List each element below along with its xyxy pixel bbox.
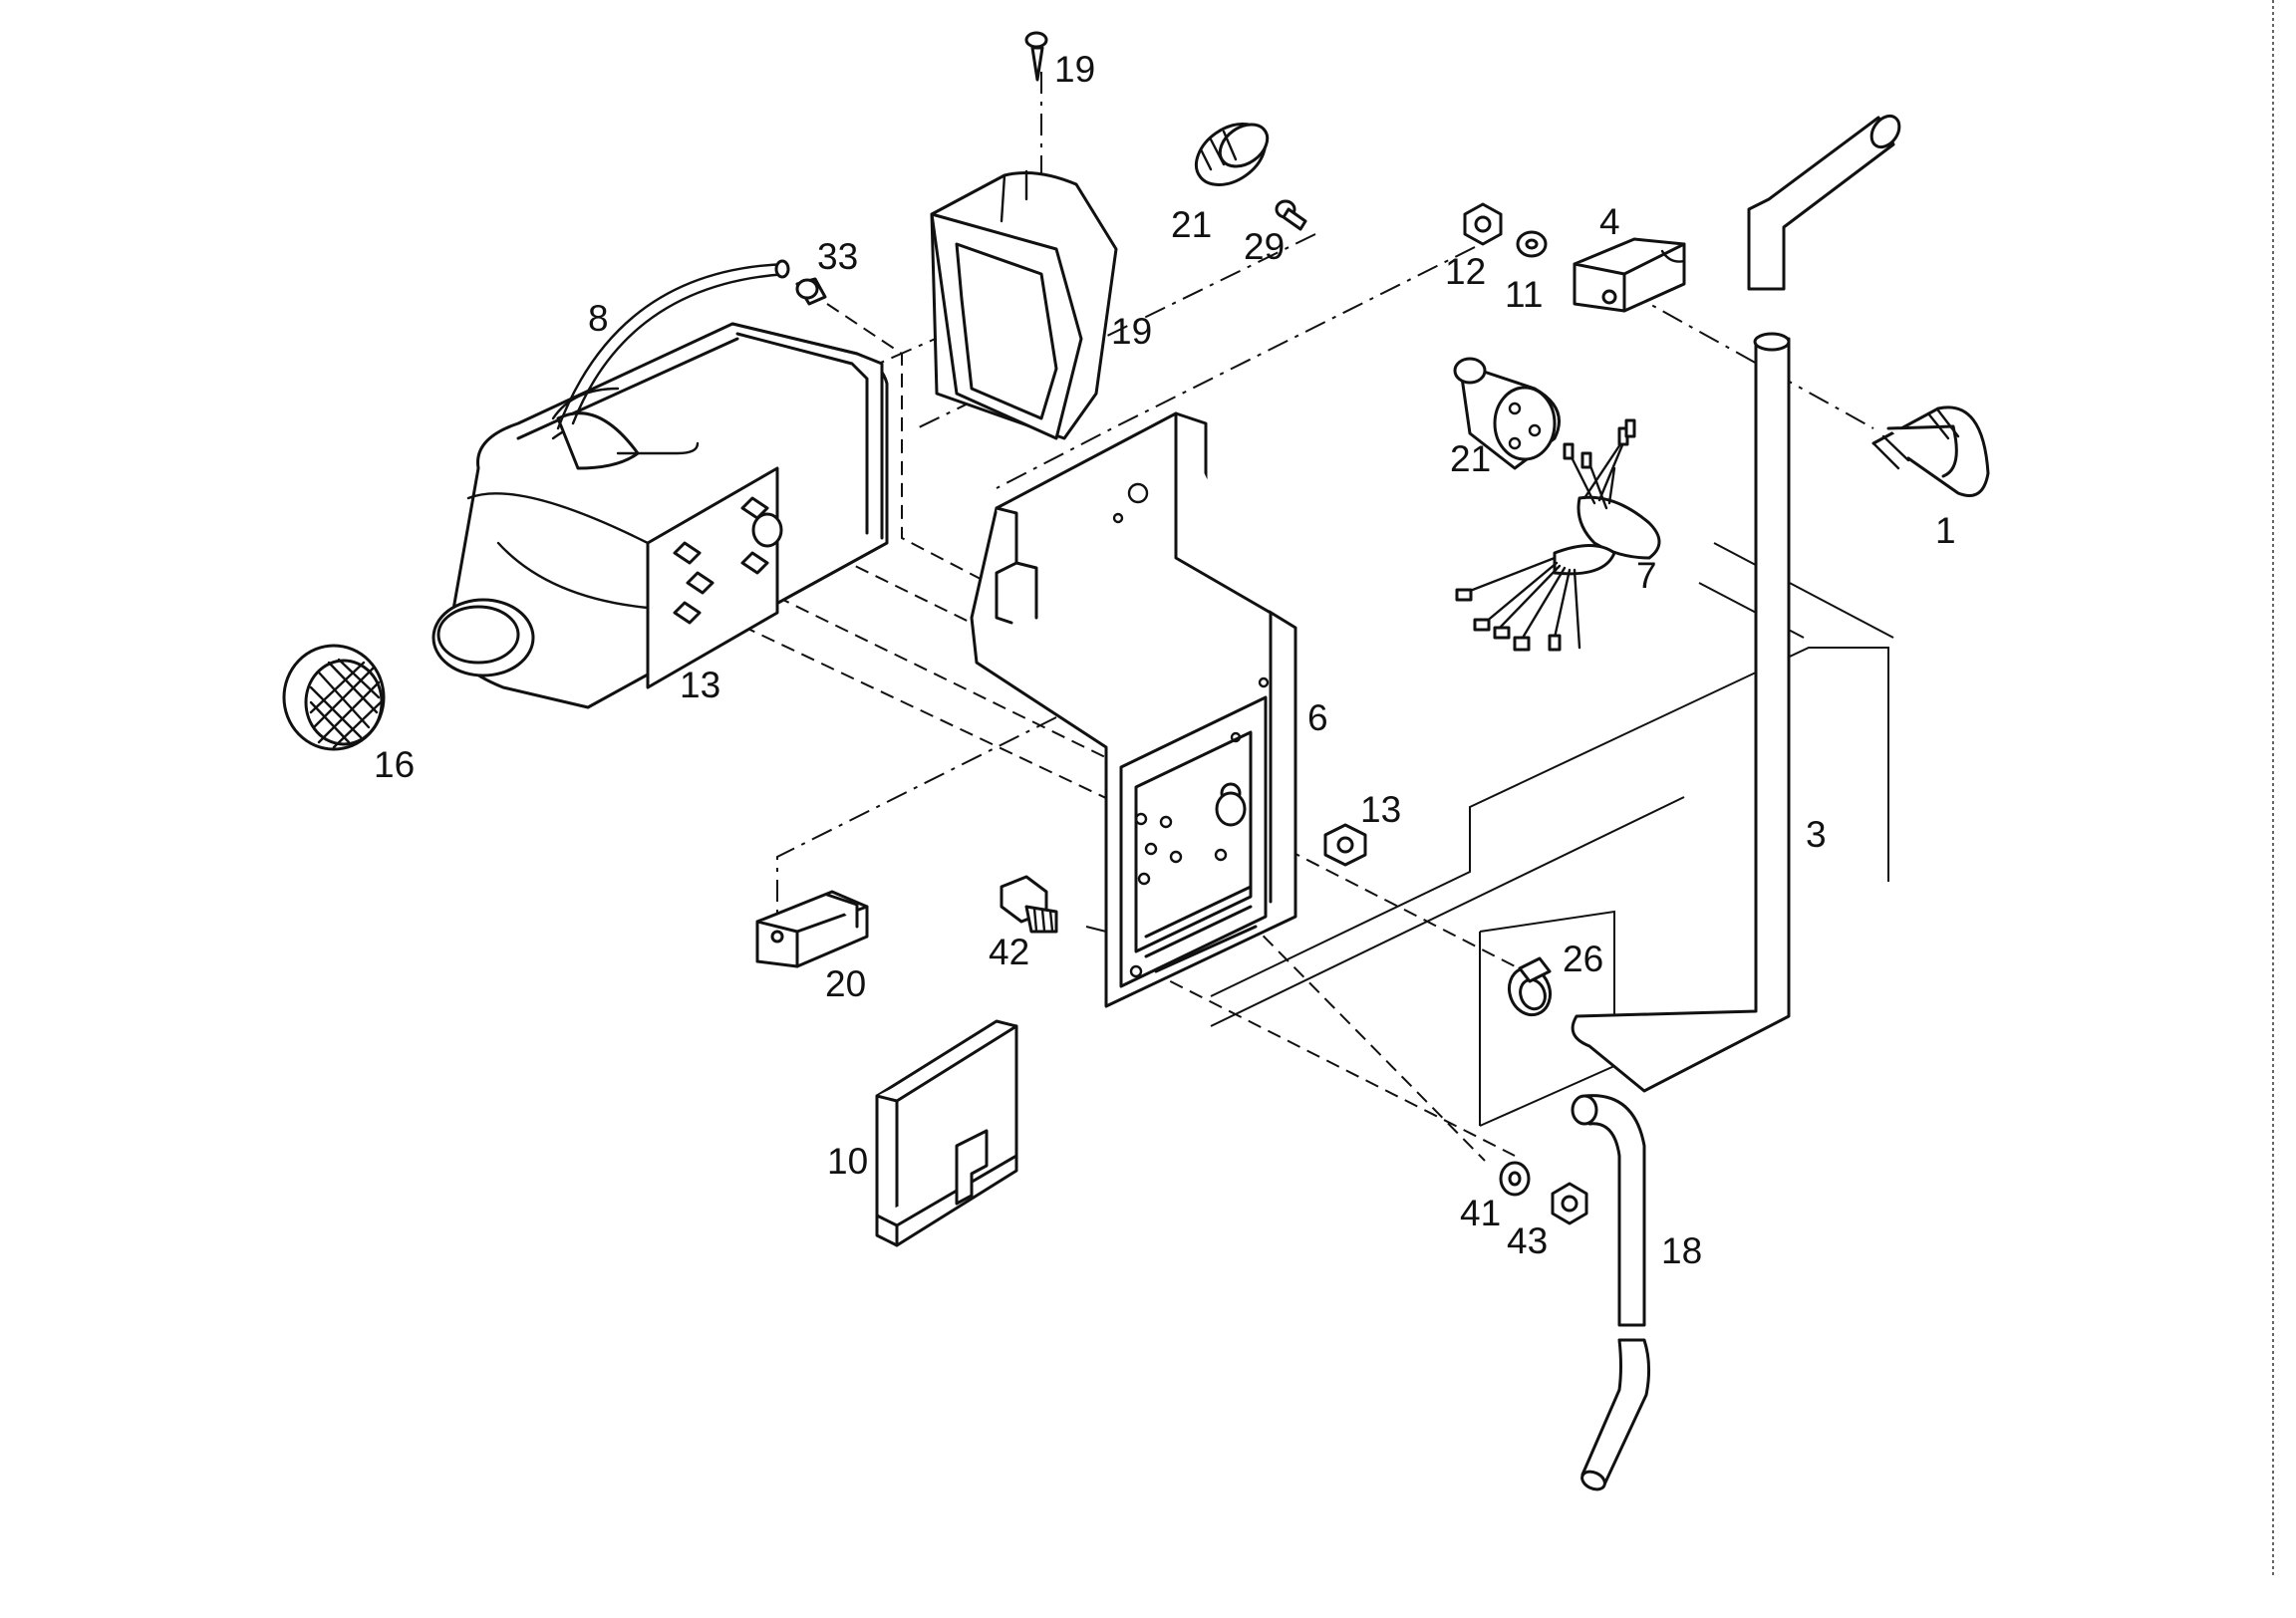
label-43-nut: 43 <box>1507 1220 1548 1261</box>
label-11-washer: 11 <box>1505 274 1543 315</box>
control-box-part-10 <box>875 1019 1018 1247</box>
nut-part-12 <box>1463 202 1503 246</box>
screw-part-19 <box>1024 31 1048 82</box>
pipe-part-3 <box>1571 114 1901 1093</box>
label-1-u-bolt: 1 <box>1935 510 1956 551</box>
label-21-switch: 21 <box>1450 438 1491 479</box>
label-8-cable: 8 <box>588 298 609 339</box>
label-18-hose: 18 <box>1661 1230 1702 1271</box>
heater-body-part-13 <box>431 259 889 709</box>
label-13-nut: 13 <box>1360 789 1401 830</box>
hose-part-18 <box>1571 1094 1651 1491</box>
hood-cover-part-19 <box>930 169 1118 440</box>
label-12-nut: 12 <box>1445 251 1486 292</box>
label-41-washer: 41 <box>1460 1193 1501 1233</box>
label-6-bracket: 6 <box>1307 697 1328 738</box>
connector-part-20 <box>755 890 869 968</box>
label-20-connector: 20 <box>825 963 866 1004</box>
u-bolt-part-1 <box>1871 405 1990 497</box>
label-7-harness: 7 <box>1636 555 1657 596</box>
label-3-pipe: 3 <box>1806 814 1827 855</box>
bolt-part-42 <box>1000 875 1058 934</box>
label-19-hood: 19 <box>1111 311 1152 352</box>
washer-part-41 <box>1499 1161 1531 1197</box>
clamp-block-part-4 <box>1573 237 1686 313</box>
part-labels: 19 21 29 33 8 19 12 11 4 21 1 7 13 16 6 … <box>374 49 1956 1271</box>
nut-part-13 <box>1323 823 1367 867</box>
label-21-knob: 21 <box>1171 204 1212 245</box>
label-4-clamp: 4 <box>1599 201 1620 242</box>
label-10-control-box: 10 <box>827 1141 868 1182</box>
label-19-screw: 19 <box>1054 49 1095 90</box>
mounting-bracket-part-6 <box>970 411 1297 1008</box>
label-26-clamp: 26 <box>1563 939 1603 979</box>
hose-clamp-part-26 <box>1507 956 1553 1017</box>
switch-part-21 <box>1453 357 1561 470</box>
washer-part-11 <box>1516 230 1548 258</box>
label-13-heater: 13 <box>680 665 720 705</box>
label-16-filter: 16 <box>374 744 415 785</box>
wiring-harness-part-7 <box>1455 418 1661 652</box>
grommet-part-33 <box>795 277 827 306</box>
label-33-grommet: 33 <box>817 236 858 277</box>
label-29-screw: 29 <box>1244 226 1285 267</box>
nut-part-43 <box>1551 1182 1588 1225</box>
knob-part-21-top <box>1194 123 1270 186</box>
label-42-bolt: 42 <box>989 932 1029 972</box>
screw-part-29 <box>1275 199 1307 231</box>
filter-cap-part-16 <box>282 644 386 751</box>
